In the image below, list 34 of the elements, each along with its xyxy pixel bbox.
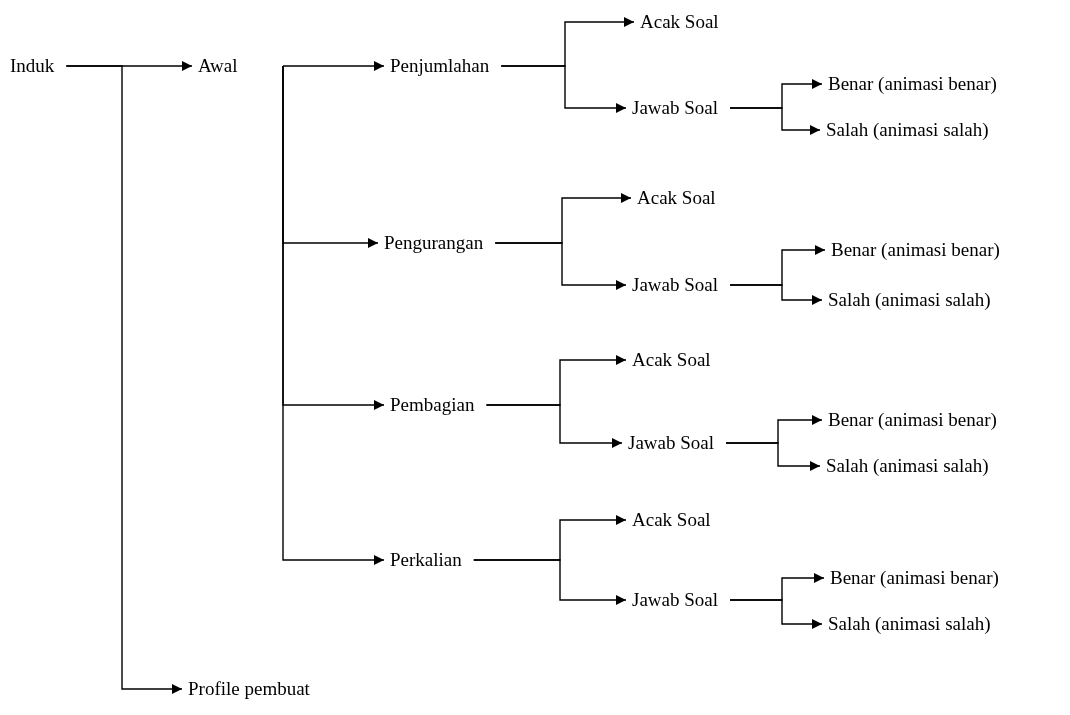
arrow — [494, 242, 627, 290]
node-label: Jawab Soal — [632, 97, 718, 119]
arrow — [729, 107, 821, 135]
arrow — [729, 599, 823, 629]
node-label: Benar (animasi benar) — [830, 567, 999, 589]
arrow — [500, 65, 627, 113]
node-label: Jawab Soal — [632, 274, 718, 296]
arrow — [65, 65, 183, 694]
node-label: Benar (animasi benar) — [828, 409, 997, 431]
node-label: Jawab Soal — [628, 432, 714, 454]
node-label: Acak Soal — [632, 509, 711, 531]
node-label: Penjumlahan — [390, 55, 490, 77]
arrow — [729, 284, 823, 305]
node-label: Pengurangan — [384, 232, 484, 254]
arrow — [282, 61, 385, 71]
arrow — [485, 404, 623, 448]
node-label: Jawab Soal — [632, 589, 718, 611]
node-label: Salah (animasi salah) — [826, 119, 989, 141]
node-label: Salah (animasi salah) — [828, 289, 991, 311]
arrow — [725, 442, 821, 471]
node-label: Acak Soal — [640, 11, 719, 33]
node-label: Induk — [10, 55, 55, 77]
node-label: Profile pembuat — [188, 678, 310, 700]
node-label: Acak Soal — [637, 187, 716, 209]
arrow — [473, 559, 627, 605]
node-label: Acak Soal — [632, 349, 711, 371]
node-label: Benar (animasi benar) — [828, 73, 997, 95]
node-label: Pembagian — [390, 394, 475, 416]
node-label: Awal — [198, 55, 238, 77]
node-label: Salah (animasi salah) — [828, 613, 991, 635]
node-label: Salah (animasi salah) — [826, 455, 989, 477]
node-label: Perkalian — [390, 549, 462, 571]
node-label: Benar (animasi benar) — [831, 239, 1000, 261]
arrow — [282, 65, 385, 565]
